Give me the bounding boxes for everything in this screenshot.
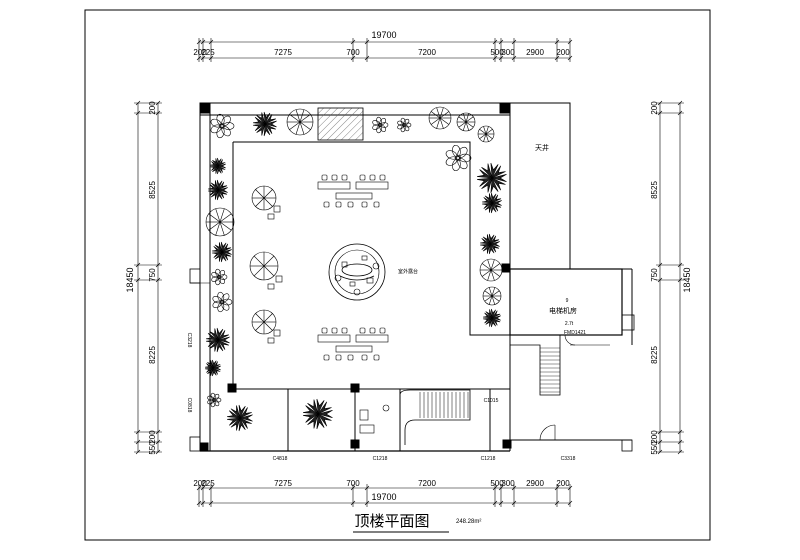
building-walls bbox=[189, 102, 635, 452]
tree-symbol bbox=[479, 233, 500, 255]
right-total-dimension: 18450 bbox=[682, 267, 692, 292]
left-dim-seg-5: 200 bbox=[148, 430, 157, 444]
top-dim-seg-7: 300 bbox=[501, 48, 515, 57]
window-c3318: C3318 bbox=[561, 456, 576, 462]
plan-area: 248.28m² bbox=[456, 519, 481, 525]
bottom-dim-seg-3: 7275 bbox=[274, 479, 292, 488]
tree-symbol bbox=[207, 392, 222, 408]
tree-symbol bbox=[286, 108, 314, 136]
skylight-label: 天井 bbox=[535, 143, 549, 152]
window-c0818: C0818 bbox=[186, 398, 192, 413]
bottom-dim-seg-4: 700 bbox=[346, 479, 360, 488]
umbrella-symbol bbox=[249, 251, 283, 290]
top-dim-seg-2: 225 bbox=[201, 48, 215, 57]
hatched-planter bbox=[317, 107, 364, 141]
tree-symbol bbox=[481, 192, 502, 214]
right-dim-seg-1: 200 bbox=[650, 101, 659, 115]
top-dimension-chain bbox=[196, 38, 573, 62]
window-c4818: C4818 bbox=[273, 456, 288, 462]
bottom-dim-seg-2: 225 bbox=[201, 479, 215, 488]
tree-symbol bbox=[445, 144, 472, 172]
tree-symbol bbox=[397, 117, 412, 133]
left-dim-seg-3: 750 bbox=[148, 268, 157, 282]
top-dim-seg-5: 7200 bbox=[418, 48, 436, 57]
top-total-dimension: 19700 bbox=[371, 30, 396, 40]
right-dim-seg-6: 550 bbox=[650, 441, 659, 455]
plant-symbols bbox=[204, 106, 507, 432]
tree-symbol bbox=[482, 286, 502, 306]
umbrella-symbol bbox=[251, 309, 281, 344]
right-dim-seg-5: 200 bbox=[650, 430, 659, 444]
bottom-dim-seg-7: 300 bbox=[501, 479, 515, 488]
top-dim-seg-1: 200 bbox=[193, 48, 207, 57]
left-dim-seg-6: 550 bbox=[148, 441, 157, 455]
bottom-dim-seg-5: 7200 bbox=[418, 479, 436, 488]
window-c1015: C1015 bbox=[484, 398, 499, 404]
bottom-dim-seg-1: 200 bbox=[193, 479, 207, 488]
terrace-label: 室外露台 bbox=[398, 268, 418, 275]
top-dim-seg-3: 7275 bbox=[274, 48, 292, 57]
tree-symbol bbox=[212, 291, 233, 313]
top-dim-seg-8: 2900 bbox=[526, 48, 544, 57]
bottom-dim-seg-8: 2900 bbox=[526, 479, 544, 488]
window-c1218-a: C1218 bbox=[373, 456, 388, 462]
elevator-room-label: 电梯机房 bbox=[549, 306, 577, 315]
right-dim-seg-2: 8525 bbox=[650, 181, 659, 199]
umbrella-tables bbox=[249, 185, 283, 344]
window-c1218-b: C1218 bbox=[481, 456, 496, 462]
bottom-dimension-chain bbox=[196, 484, 573, 507]
tree-symbol bbox=[211, 268, 228, 286]
bottom-total-dimension: 19700 bbox=[371, 492, 396, 502]
tree-symbol bbox=[372, 116, 389, 134]
tree-symbol bbox=[227, 404, 253, 432]
tree-symbol bbox=[456, 112, 476, 132]
right-dim-seg-4: 8225 bbox=[650, 346, 659, 364]
elevator-door-label: FMD1421 bbox=[564, 330, 586, 336]
tree-symbol bbox=[428, 106, 452, 130]
furniture bbox=[317, 174, 389, 361]
left-dim-seg-2: 8525 bbox=[148, 181, 157, 199]
left-dim-seg-4: 8225 bbox=[148, 346, 157, 364]
left-dim-seg-1: 200 bbox=[148, 101, 157, 115]
plan-title: 顶楼平面图 bbox=[354, 512, 429, 530]
tree-symbol bbox=[206, 327, 230, 353]
elevator-note-2: 2.7t bbox=[565, 321, 574, 327]
window-c3218: C3218 bbox=[186, 333, 192, 348]
tree-symbol bbox=[211, 241, 232, 263]
umbrella-symbol bbox=[251, 185, 281, 220]
top-dim-seg-4: 700 bbox=[346, 48, 360, 57]
drawing-frame bbox=[84, 9, 711, 541]
tree-symbol bbox=[204, 359, 221, 377]
tree-symbol bbox=[303, 398, 333, 430]
right-dim-seg-3: 750 bbox=[650, 268, 659, 282]
tree-symbol bbox=[253, 111, 277, 137]
left-total-dimension: 18450 bbox=[125, 267, 135, 292]
tree-symbol bbox=[207, 179, 228, 201]
tree-symbol bbox=[477, 162, 507, 194]
top-dim-seg-9: 200 bbox=[556, 48, 570, 57]
tree-symbol bbox=[482, 308, 501, 328]
right-dimension-chain bbox=[656, 100, 684, 455]
bottom-dim-seg-6: 500 bbox=[490, 479, 504, 488]
bottom-dim-seg-9: 200 bbox=[556, 479, 570, 488]
top-dim-seg-6: 500 bbox=[490, 48, 504, 57]
elevator-note-1: 9 bbox=[566, 298, 569, 304]
tree-symbol bbox=[209, 157, 226, 175]
tree-symbol bbox=[205, 207, 235, 237]
tree-symbol bbox=[477, 125, 495, 143]
left-dimension-chain bbox=[134, 100, 162, 455]
tree-symbol bbox=[479, 258, 503, 282]
tree-symbol bbox=[210, 113, 235, 139]
